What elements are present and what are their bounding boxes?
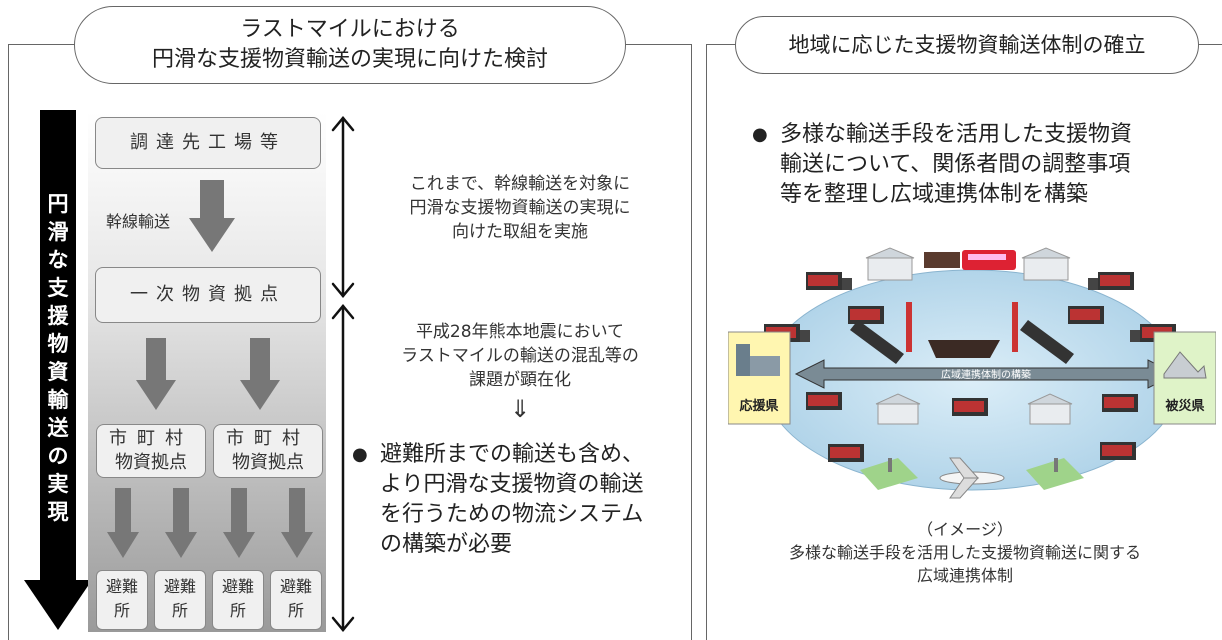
shelter-box-4: 避難 所 — [270, 570, 322, 630]
supporting-prefecture-label: 応援県 — [739, 398, 778, 413]
note1-line1: これまで、幹線輸送を対象に — [409, 174, 631, 194]
muni-depot-box-1: 市町村 物資拠点 — [96, 424, 206, 478]
shelter-arrow-2-head — [165, 532, 197, 558]
left-bullet-line4: の構築が必要 — [380, 532, 513, 557]
caption-line1: （イメージ） — [917, 520, 1013, 539]
shelter-arrow-4-shaft — [289, 488, 305, 534]
muni-arrow-2-shaft — [250, 338, 270, 382]
shelter-arrow-4-head — [281, 532, 313, 558]
note1-line3: 向けた取組を実施 — [452, 222, 588, 242]
left-title-line1: ラストマイルにおける — [240, 17, 460, 42]
vertical-flow-bar: 円滑な支援物資輸送の実現 — [40, 110, 76, 580]
right-bullet-marker: ● — [752, 124, 768, 145]
left-bullet-line1: 避難所までの輸送も含め、 — [380, 442, 645, 467]
shelter-arrow-1-shaft — [115, 488, 131, 534]
ship-icons — [850, 302, 1074, 364]
shelter-arrow-3-head — [223, 532, 255, 558]
shelter-2-line2: 所 — [171, 601, 188, 620]
shelter-arrow-1-head — [107, 532, 139, 558]
shelter-4-line2: 所 — [287, 601, 304, 620]
shelter-3-line2: 所 — [229, 601, 246, 620]
left-bullet-text: 避難所までの輸送も含め、 より円滑な支援物資の輸送 を行うための物流システム の… — [380, 440, 680, 560]
airport-icons — [860, 458, 1084, 490]
shelter-arrow-3-shaft — [231, 488, 247, 534]
coordination-label: 広域連携体制の構築 — [941, 368, 1031, 381]
left-title-pill: ラストマイルにおける 円滑な支援物資輸送の実現に向けた検討 — [74, 6, 626, 84]
shelter-4-line1: 避難 — [279, 577, 312, 596]
right-bullet-line1: 多様な輸送手段を活用した支援物資 — [780, 122, 1133, 147]
caption-line3: 広域連携体制 — [916, 566, 1013, 585]
range-arrows — [331, 116, 355, 632]
muni-arrow-1-head — [136, 380, 176, 410]
note-previous-efforts: これまで、幹線輸送を対象に 円滑な支援物資輸送の実現に 向けた取組を実施 — [360, 172, 680, 244]
right-title-pill: 地域に応じた支援物資輸送体制の確立 — [735, 16, 1199, 74]
shelter-arrow-2-shaft — [173, 488, 189, 534]
muni-depot-1-line1: 市町村 — [109, 428, 193, 449]
muni-arrow-1-shaft — [146, 338, 166, 382]
right-bullet-line3: 等を整理し広域連携体制を構築 — [780, 182, 1089, 207]
note2-line2: ラストマイルの輸送の混乱等の — [401, 346, 639, 366]
vertical-flow-arrowhead — [24, 580, 92, 630]
caption-line2: 多様な輸送手段を活用した支援物資輸送に関する — [788, 543, 1141, 562]
airplane-icon — [939, 457, 1005, 499]
affected-prefecture-label: 被災県 — [1164, 398, 1204, 413]
left-title-line2: 円滑な支援物資輸送の実現に向けた検討 — [151, 47, 548, 72]
muni-arrow-2-head — [240, 380, 280, 410]
primary-depot-box: 一次物資拠点 — [95, 267, 321, 323]
trunk-label: 幹線輸送 — [106, 212, 171, 231]
muni-depot-2-line1: 市町村 — [226, 428, 310, 449]
muni-depot-box-2: 市町村 物資拠点 — [213, 424, 323, 478]
vertical-flow-label: 円滑な支援物資輸送の実現 — [47, 192, 69, 524]
shelter-box-2: 避難 所 — [154, 570, 206, 630]
warehouse-icons — [865, 247, 1073, 425]
note2-line1: 平成28年熊本地震において — [415, 322, 625, 342]
train-icon — [924, 250, 1016, 270]
affected-prefecture-icon — [1153, 331, 1216, 425]
shelter-1-line2: 所 — [113, 601, 130, 620]
illustration-caption: （イメージ） 多様な輸送手段を活用した支援物資輸送に関する 広域連携体制 — [740, 518, 1190, 587]
down-double-arrow-icon: ⇓ — [509, 395, 531, 423]
right-title: 地域に応じた支援物資輸送体制の確立 — [788, 33, 1146, 57]
left-bullet-marker: ● — [352, 444, 368, 465]
left-bullet-line3: を行うための物流システム — [380, 502, 644, 527]
supplier-box: 調達先工場等 — [95, 117, 321, 169]
note-kumamoto-issue: 平成28年熊本地震において ラストマイルの輸送の混乱等の 課題が顕在化 ⇓ — [360, 320, 680, 426]
note2-line3: 課題が顕在化 — [469, 370, 571, 390]
supporting-prefecture-icon — [728, 331, 791, 425]
muni-depot-2-line2: 物資拠点 — [232, 452, 304, 473]
muni-depot-1-line2: 物資拠点 — [115, 452, 187, 473]
right-bullet-line2: 輸送について、関係者間の調整事項 — [780, 152, 1131, 177]
shelter-box-1: 避難 所 — [96, 570, 148, 630]
logistics-network-illustration: 広域連携体制の構築 応援県 被災県 — [728, 247, 1216, 499]
right-bullet-text: 多様な輸送手段を活用した支援物資 輸送について、関係者間の調整事項 等を整理し広… — [780, 120, 1200, 210]
primary-depot-label: 一次物資拠点 — [130, 284, 286, 305]
note1-line2: 円滑な支援物資輸送の実現に — [409, 198, 631, 218]
shelter-1-line1: 避難 — [105, 577, 138, 596]
shelter-box-3: 避難 所 — [212, 570, 264, 630]
supplier-label: 調達先工場等 — [130, 132, 286, 153]
shelter-2-line1: 避難 — [163, 577, 196, 596]
shelter-3-line1: 避難 — [221, 577, 254, 596]
trunk-arrow-head — [189, 218, 235, 252]
trunk-arrow-shaft — [200, 180, 224, 220]
left-bullet-line2: より円滑な支援物資の輸送 — [380, 472, 644, 497]
